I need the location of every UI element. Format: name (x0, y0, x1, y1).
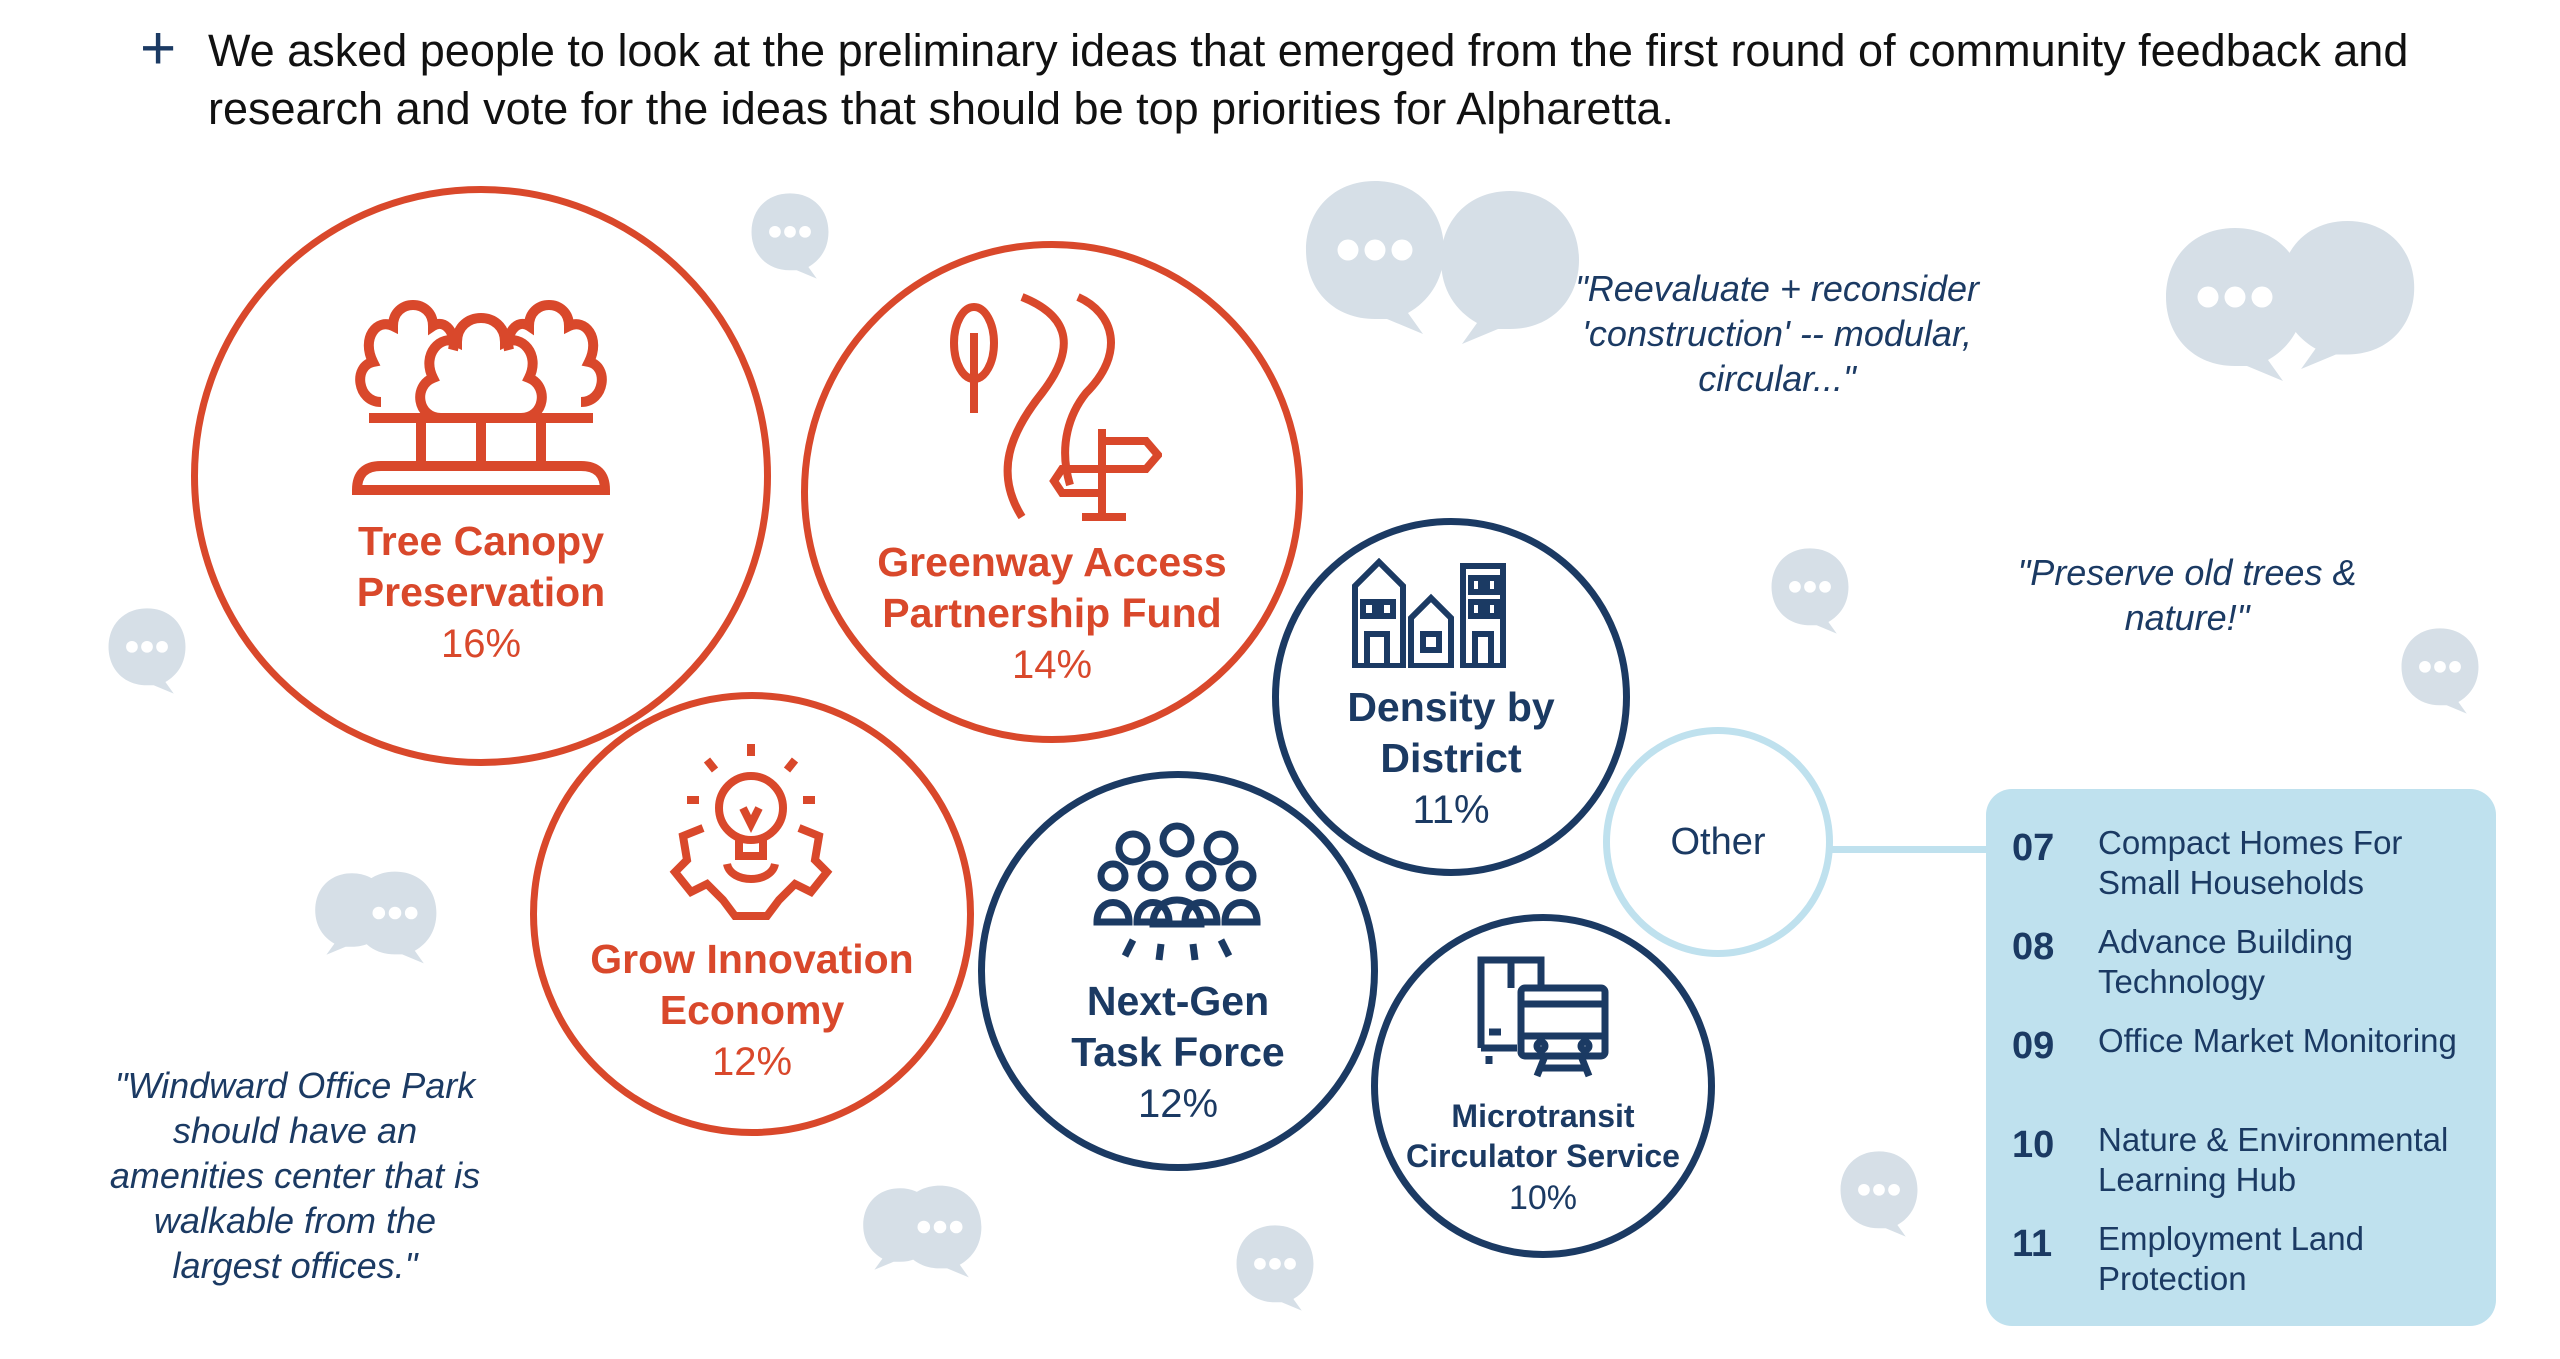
item-number: 07 (2012, 827, 2055, 869)
quote-windward: "Windward Office Park should have an ame… (109, 1065, 481, 1286)
list-item: 11 Employment Land Protection (2012, 1219, 2478, 1299)
idea-greenway-access: Greenway Access Partnership Fund 14% (801, 241, 1303, 743)
list-item: 08 Advance Building Technology (2012, 922, 2478, 1002)
list-item: 07 Compact Homes For Small Households (2012, 823, 2478, 903)
path-signpost-icon (950, 293, 1162, 521)
idea-next-gen-task-force: Next-Gen Task Force 12% (978, 771, 1378, 1171)
idea-title: Density by District (1347, 684, 1555, 781)
intro-text: We asked people to look at the prelimina… (208, 25, 2409, 134)
idea-percent: 14% (1011, 643, 1093, 687)
item-number: 11 (2012, 1223, 2053, 1265)
people-group-icon (1093, 822, 1261, 961)
idea-percent: 11% (1412, 788, 1490, 832)
idea-percent: 10% (1508, 1179, 1578, 1217)
item-label: Nature & Environmental Learning Hub (2098, 1121, 2449, 1198)
idea-title: Tree Canopy Preservation (356, 518, 606, 615)
idea-percent: 12% (711, 1040, 793, 1084)
quote-preserve-trees: "Preserve old trees & nature!" (2017, 552, 2357, 638)
idea-title: Microtransit Circulator Service (1406, 1098, 1680, 1174)
speech-bubble-icon (748, 190, 832, 282)
idea-title: Next-Gen Task Force (1071, 978, 1285, 1075)
list-item: 10 Nature & Environmental Learning Hub (2012, 1120, 2478, 1200)
plus-icon: + (140, 14, 177, 83)
bus-train-icon (1477, 956, 1609, 1078)
speech-bubble-icon (1837, 1148, 1921, 1240)
speech-bubble-icon (895, 1182, 985, 1281)
item-number: 09 (2012, 1025, 2055, 1067)
other-circle: Other (1603, 727, 1833, 957)
idea-density-by-district: Density by District 11% (1272, 518, 1630, 876)
connector-line (1826, 846, 1988, 853)
speech-bubble-icon (2160, 222, 2310, 387)
quote-reevaluate: "Reevaluate + reconsider 'construction' … (1574, 268, 1979, 399)
speech-bubble-icon (1233, 1222, 1317, 1314)
idea-percent: 16% (440, 622, 522, 666)
idea-title: Greenway Access Partnership Fund (877, 539, 1227, 636)
idea-tree-canopy: Tree Canopy Preservation 16% (191, 186, 771, 766)
list-item: 09 Office Market Monitoring (2012, 1021, 2478, 1067)
speech-bubble-icon (350, 868, 440, 967)
item-label: Office Market Monitoring (2098, 1022, 2457, 1059)
idea-percent: 12% (1137, 1082, 1219, 1126)
item-label: Employment Land Protection (2098, 1220, 2364, 1297)
idea-microtransit: Microtransit Circulator Service 10% (1371, 914, 1715, 1258)
other-label: Other (1670, 820, 1766, 863)
idea-innovation-economy: Grow Innovation Economy 12% (530, 692, 974, 1136)
speech-bubble-icon (1768, 545, 1852, 637)
speech-bubble-icon (105, 605, 189, 697)
other-ideas-list: 07 Compact Homes For Small Households 08… (1986, 789, 2496, 1326)
trees-icon (351, 300, 611, 495)
item-number: 10 (2012, 1124, 2055, 1166)
lightbulb-gear-icon (669, 744, 833, 920)
buildings-icon (1352, 558, 1506, 668)
item-label: Advance Building Technology (2098, 923, 2354, 1000)
item-number: 08 (2012, 926, 2055, 968)
idea-title: Grow Innovation Economy (590, 936, 914, 1033)
item-label: Compact Homes For Small Households (2098, 824, 2403, 901)
speech-bubble-icon (2398, 625, 2482, 717)
speech-bubble-icon (1300, 175, 1450, 340)
